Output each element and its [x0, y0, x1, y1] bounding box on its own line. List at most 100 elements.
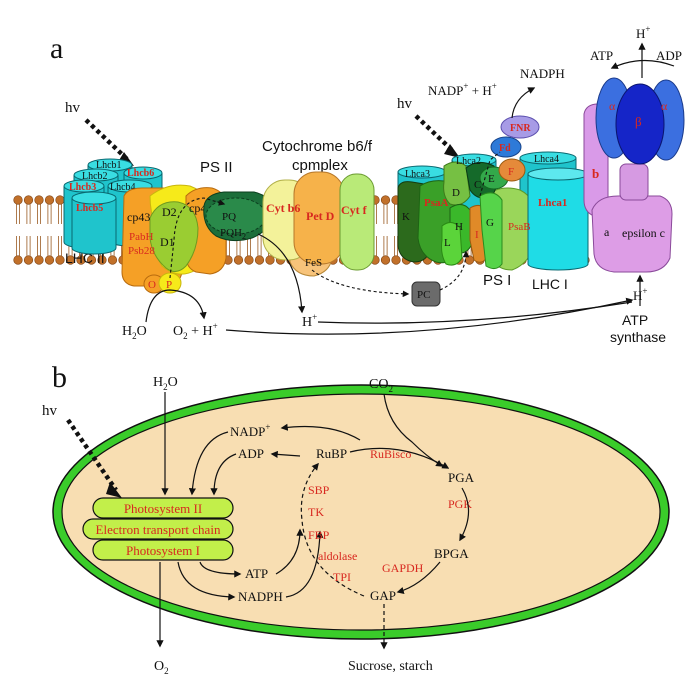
pc-label: PC	[417, 289, 430, 301]
h2o-label-b: H2O	[153, 375, 178, 392]
psab-label: PsaB	[508, 221, 531, 233]
lipid-head	[55, 195, 65, 205]
light-label-psii: hv	[65, 100, 81, 116]
atp-synthase-stalk	[619, 163, 649, 201]
lipid-head	[265, 255, 275, 265]
psi-l-subunit	[441, 222, 463, 266]
oec-o-label: O	[148, 279, 156, 291]
lipid-head	[13, 255, 23, 265]
fbp-label: FBP	[308, 528, 330, 542]
lhca2-label: Lhca2	[456, 156, 481, 167]
plastoquinone-pool: PQ PQH2	[203, 191, 273, 242]
pqh2-label: PQH2	[220, 227, 246, 241]
cyt-title-1: Cytochrome b6/f	[262, 138, 373, 155]
atp-synthase-h-top: H+	[636, 24, 650, 41]
water-split-arrow	[145, 289, 207, 323]
oec-p	[158, 272, 182, 294]
sucrose-starch-label: Sucrose, starch	[348, 659, 433, 674]
h2o-label-a: H2O	[122, 324, 147, 341]
panel-b: b Photosystem II Electron transport chai…	[42, 361, 670, 676]
tk-label: TK	[308, 505, 324, 519]
lipid-head	[244, 255, 254, 265]
cyt-f-label: Cyt f	[341, 203, 368, 217]
alpha-left-label: α	[609, 99, 616, 113]
atp-to-cycle-arrow	[275, 528, 304, 575]
psi-f-label: F	[508, 166, 514, 178]
electron-transport-chain-box	[82, 518, 234, 540]
light-arrow-psi: hv	[397, 96, 460, 158]
psi-complex: Lhca3 Lhca2 Lhca4 Lhca1 K PsaA PsaB D C …	[397, 115, 589, 271]
adp-label-b: ADP	[238, 446, 264, 461]
light-arrow-psii: hv	[65, 100, 134, 166]
proton-flow-arrow-2	[317, 301, 633, 324]
cyt-f-subunit	[339, 173, 375, 271]
psi-k-label: K	[402, 211, 410, 223]
bpga-label: BPGA	[434, 546, 469, 561]
pq-label: PQ	[222, 211, 236, 223]
fnr-protein	[500, 115, 540, 139]
lhcb5-label: Lhcb5	[76, 203, 103, 214]
psi-c-label: C	[474, 179, 481, 191]
rubp-to-adp-arrow	[270, 450, 301, 459]
rubp-to-pga-arrow	[349, 447, 450, 469]
photosystem-ii-label: Photosystem II	[124, 501, 202, 516]
lipid-head	[233, 255, 244, 265]
proton-flow-arrow-1	[225, 297, 634, 335]
cytochrome-b6f-complex: Cyt b6 Pet D Cyt f FeS	[262, 171, 375, 277]
h-plus-label-a: H+	[302, 312, 317, 330]
psi-f-subunit	[498, 158, 526, 182]
electron-path-pc-psi	[439, 250, 470, 291]
fes-label: FeS	[305, 257, 322, 269]
lipid-head	[34, 255, 44, 265]
d2-label: D2	[162, 205, 177, 219]
panel-a: a hv hv PS II LHC II	[13, 24, 685, 345]
lipid-head	[107, 255, 118, 265]
pabh-label: PabH	[129, 231, 154, 243]
psi-d-label: D	[452, 187, 460, 199]
light-label-b: hv	[42, 403, 58, 419]
a-subunit-label: a	[604, 225, 610, 239]
psi-l-label: L	[444, 237, 451, 249]
lhca1-label: Lhca1	[538, 197, 567, 209]
lhcb1-label: Lhcb1	[96, 160, 122, 171]
beta-subunit	[615, 83, 665, 165]
nadp-label-b: NADP+	[230, 422, 270, 439]
light-arrow-b	[66, 418, 118, 492]
epsilon-c-label: epsilon c	[622, 226, 665, 240]
pgk-label: PGK	[448, 497, 472, 511]
nadph-to-cycle-arrow	[285, 530, 324, 598]
psi-title: PS I	[483, 272, 511, 289]
lhcb5-cylinder	[71, 191, 117, 255]
lipid-head	[76, 255, 86, 265]
beta-label: β	[635, 114, 642, 129]
atp-synthase-a-subunit	[591, 195, 673, 273]
lipid-head	[97, 255, 107, 265]
light-label-psi: hv	[397, 96, 413, 112]
lipid-head	[23, 195, 34, 205]
lipid-head	[380, 195, 391, 205]
lipid-head	[44, 195, 55, 205]
atp-synthase-atp-adp-arrow	[610, 59, 675, 69]
stack-to-nadph-arrow	[177, 561, 236, 601]
panel-a-letter: a	[50, 32, 63, 65]
cyt-b6-label: Cyt b6	[266, 201, 300, 215]
lipid-head	[34, 195, 44, 205]
atp-synthase-label-2: synthase	[610, 329, 666, 345]
atp-synthase-atp: ATP	[590, 48, 613, 63]
electron-path-cyt-pc	[311, 269, 410, 298]
fd-label: Fd	[499, 143, 511, 154]
psi-i-label: I	[475, 229, 479, 241]
electron-path-psii-pq	[169, 197, 226, 279]
alpha-right-label: α	[661, 99, 668, 113]
fd-protein	[490, 136, 522, 158]
atp-label-b: ATP	[245, 566, 268, 581]
electron-transport-chain-label: Electron transport chain	[96, 522, 221, 537]
tpi-label: TPI	[333, 570, 351, 584]
lhca3-label: Lhca3	[405, 169, 430, 180]
d1-label: D1	[160, 235, 175, 249]
psb28-label: Psb28	[128, 245, 155, 257]
lhca1-cylinder	[527, 167, 589, 271]
lhcb2-label: Lhcb2	[82, 171, 108, 182]
adp-to-stack-arrow	[210, 453, 237, 496]
cp43-label: cp43	[127, 210, 150, 224]
